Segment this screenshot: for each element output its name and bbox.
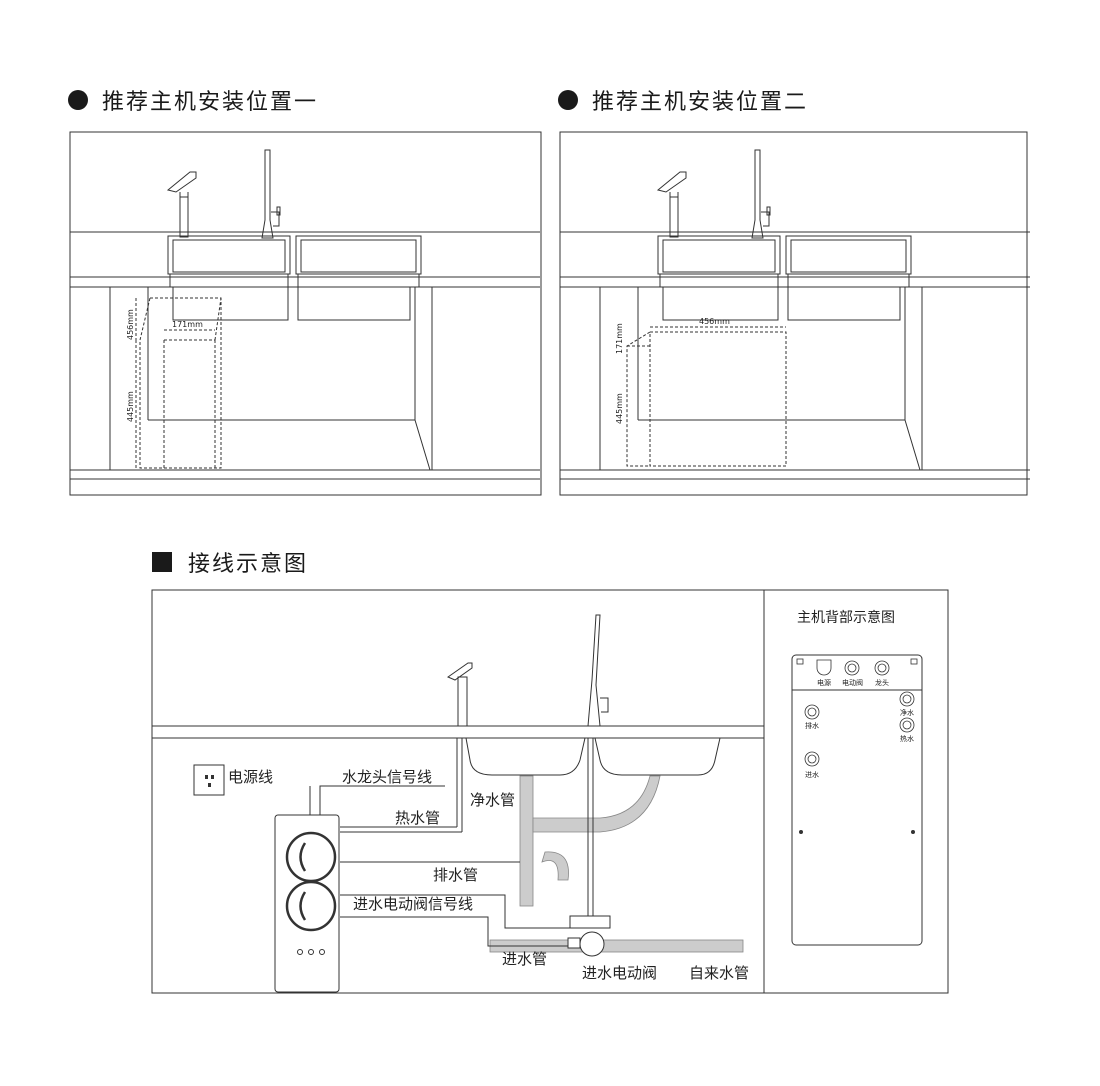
bullet-icon xyxy=(68,90,88,110)
port-drain-label: 排水 xyxy=(805,721,819,730)
label-inlet-valve-signal: 进水电动阀信号线 xyxy=(353,895,473,913)
wiring-title: 接线示意图 xyxy=(188,552,309,577)
label-power-cord: 电源线 xyxy=(228,768,273,786)
position-two-panel: 456mm 171mm 445mm xyxy=(559,131,1031,496)
back-panel-diagram: 主机背部示意图 电源 电动阀 龙头 排水 净水 热水 进水 xyxy=(791,609,923,946)
label-faucet-signal: 水龙头信号线 xyxy=(342,768,432,786)
unit-outline-two xyxy=(626,326,787,467)
label-inlet-valve: 进水电动阀 xyxy=(582,964,657,982)
label-drain-pipe: 排水管 xyxy=(433,866,478,884)
port-valve-label: 电动阀 xyxy=(842,678,863,687)
port-clean-label: 净水 xyxy=(900,708,914,717)
label-inlet-pipe: 进水管 xyxy=(502,950,547,968)
inlet-valve-icon xyxy=(567,915,611,957)
power-outlet-icon xyxy=(193,764,225,796)
port-faucet-label: 龙头 xyxy=(875,678,889,687)
water-purifier-unit xyxy=(274,814,340,993)
dim-height-top: 456mm xyxy=(126,309,135,340)
wiring-panel: 电源线 水龙头信号线 净水管 热水管 排水管 进水电动阀信号线 进水管 进水电动… xyxy=(151,589,949,994)
back-panel-title: 主机背部示意图 xyxy=(797,609,895,626)
bullet-icon xyxy=(558,90,578,110)
label-hot-water-pipe: 热水管 xyxy=(395,809,440,827)
port-power-label: 电源 xyxy=(817,678,831,687)
label-tap-water-pipe: 自来水管 xyxy=(689,964,749,982)
position-one-panel: 456mm 171mm 445mm xyxy=(69,131,542,496)
unit-outline-one xyxy=(135,297,222,469)
port-hot-label: 热水 xyxy=(900,734,914,743)
label-clean-water-pipe: 净水管 xyxy=(470,791,515,809)
port-inlet-label: 进水 xyxy=(805,770,819,779)
dim-depth: 171mm xyxy=(615,323,624,354)
dim-width: 171mm xyxy=(172,320,203,329)
dim-height: 445mm xyxy=(615,393,624,424)
wiring-heading: 接线示意图 xyxy=(152,546,308,578)
position-one-title: 推荐主机安装位置一 xyxy=(102,90,319,115)
dim-height: 445mm xyxy=(126,391,135,422)
position-two-heading: 推荐主机安装位置二 xyxy=(558,84,808,116)
position-two-title: 推荐主机安装位置二 xyxy=(592,90,809,115)
dim-width: 456mm xyxy=(699,317,730,326)
position-one-heading: 推荐主机安装位置一 xyxy=(68,84,318,116)
square-bullet-icon xyxy=(152,552,172,572)
